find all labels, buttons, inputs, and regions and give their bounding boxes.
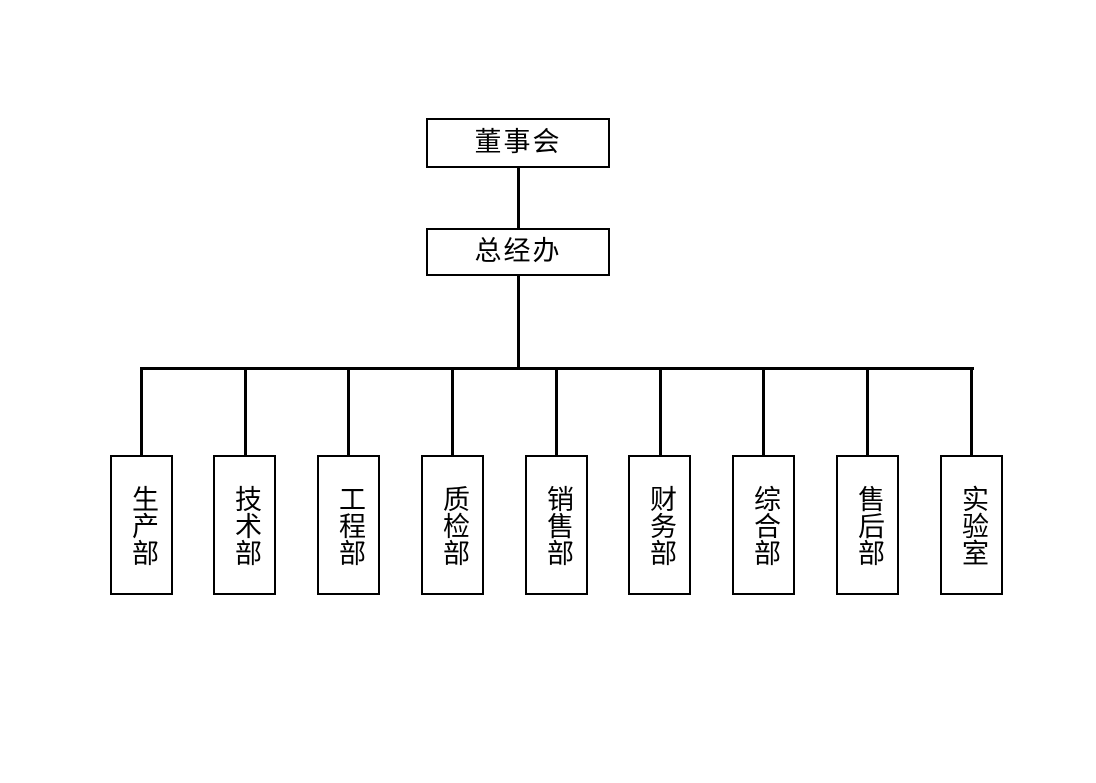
org-node-label: 财务部 [644, 484, 676, 566]
org-node-quality[interactable]: 质检部 [421, 455, 484, 595]
org-node-production[interactable]: 生产部 [110, 455, 173, 595]
connector-drop-finance [659, 367, 662, 455]
org-node-label: 实验室 [956, 484, 988, 566]
connector-drop-laboratory [970, 367, 973, 455]
org-node-board[interactable]: 董事会 [426, 118, 610, 168]
org-node-after-sales[interactable]: 售后部 [836, 455, 899, 595]
connector-board-to-gm-office [517, 168, 520, 228]
org-node-label: 综合部 [748, 484, 780, 566]
org-node-label: 总经办 [474, 235, 562, 267]
org-node-finance[interactable]: 财务部 [628, 455, 691, 595]
connector-drop-production [140, 367, 143, 455]
connector-drop-engineering [347, 367, 350, 455]
connector-drop-quality [451, 367, 454, 455]
org-node-label: 工程部 [333, 484, 365, 566]
org-node-label: 销售部 [541, 484, 573, 566]
org-node-technology[interactable]: 技术部 [213, 455, 276, 595]
org-node-gm-office[interactable]: 总经办 [426, 228, 610, 276]
org-node-label: 技术部 [229, 484, 261, 566]
org-node-engineering[interactable]: 工程部 [317, 455, 380, 595]
org-node-label: 质检部 [437, 484, 469, 566]
connector-gm-office-to-bus [517, 276, 520, 367]
connector-drop-technology [244, 367, 247, 455]
org-node-label: 生产部 [126, 484, 158, 566]
connector-drop-general-affairs [762, 367, 765, 455]
org-node-label: 董事会 [474, 126, 562, 158]
org-node-laboratory[interactable]: 实验室 [940, 455, 1003, 595]
connector-drop-after-sales [866, 367, 869, 455]
org-node-sales[interactable]: 销售部 [525, 455, 588, 595]
connector-drop-sales [555, 367, 558, 455]
org-node-general-affairs[interactable]: 综合部 [732, 455, 795, 595]
org-node-label: 售后部 [852, 484, 884, 566]
